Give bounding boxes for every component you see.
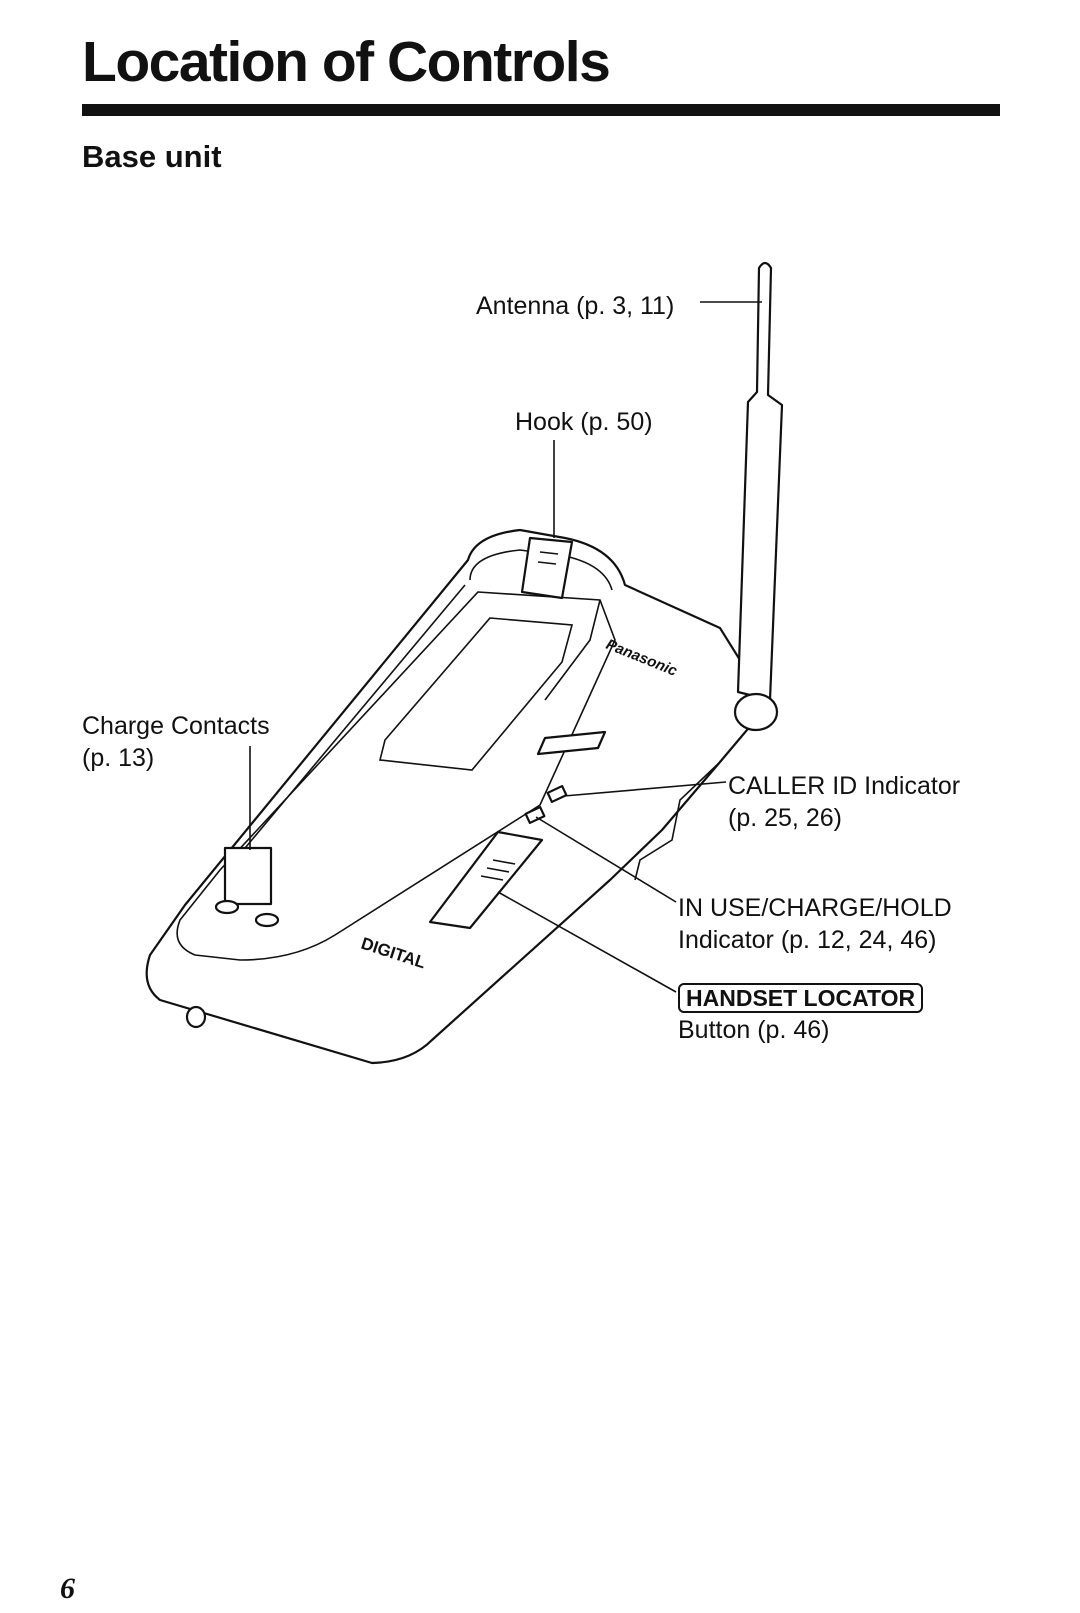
handset-locator-button: [428, 830, 544, 930]
callout-antenna: Antenna (p. 3, 11): [476, 290, 674, 322]
callout-charge-contacts: Charge Contacts (p. 13): [82, 710, 270, 774]
charge-contacts-page-ref: (p. 13): [82, 744, 155, 772]
cradle-well: [176, 591, 616, 961]
page-title: Location of Controls: [82, 30, 611, 94]
charge-contact-left: [214, 899, 240, 915]
cradle-ridge: [544, 599, 601, 701]
caller-id-page-ref: (p. 25, 26): [728, 804, 842, 832]
base-body: [145, 528, 770, 1065]
antenna-label: Antenna (p. 3, 11): [476, 292, 675, 320]
antenna: [736, 261, 784, 702]
callout-handset-locator: HANDSET LOCATOR Button (p. 46): [678, 982, 924, 1046]
callout-in-use: IN USE/CHARGE/HOLD Indicator (p. 12, 24,…: [678, 892, 952, 956]
page-number: 6: [60, 1572, 75, 1605]
base-foot: [185, 1005, 207, 1029]
in-use-indicator: [524, 805, 546, 825]
cradle-window: [379, 617, 574, 771]
title-rule: [82, 104, 1000, 116]
charge-contact-block: [223, 846, 273, 906]
antenna-collar: [733, 692, 779, 732]
handset-locator-page-ref: Button (p. 46): [678, 1016, 830, 1044]
charge-contacts-label: Charge Contacts: [82, 712, 270, 740]
in-use-page-ref: Indicator (p. 12, 24, 46): [678, 926, 937, 954]
leader-handset-locator: [497, 891, 677, 993]
caller-id-logo: [536, 730, 607, 756]
cradle-inner-line: [224, 584, 466, 873]
base-top-bevel: [469, 549, 613, 591]
callout-hook: Hook (p. 50): [515, 406, 653, 438]
caller-id-indicator: [546, 784, 568, 804]
in-use-label: IN USE/CHARGE/HOLD: [678, 894, 952, 922]
hook: [520, 536, 574, 600]
leader-caller-id: [563, 781, 727, 797]
section-heading: Base unit: [82, 139, 222, 174]
charge-contact-right: [254, 912, 280, 928]
leader-in-use: [535, 816, 677, 903]
handset-locator-key-label: HANDSET LOCATOR: [678, 983, 924, 1013]
callout-caller-id: CALLER ID Indicator (p. 25, 26): [728, 770, 960, 834]
caller-id-label: CALLER ID Indicator: [728, 772, 961, 800]
hook-label: Hook (p. 50): [515, 408, 653, 436]
base-side-panel: [634, 761, 721, 881]
